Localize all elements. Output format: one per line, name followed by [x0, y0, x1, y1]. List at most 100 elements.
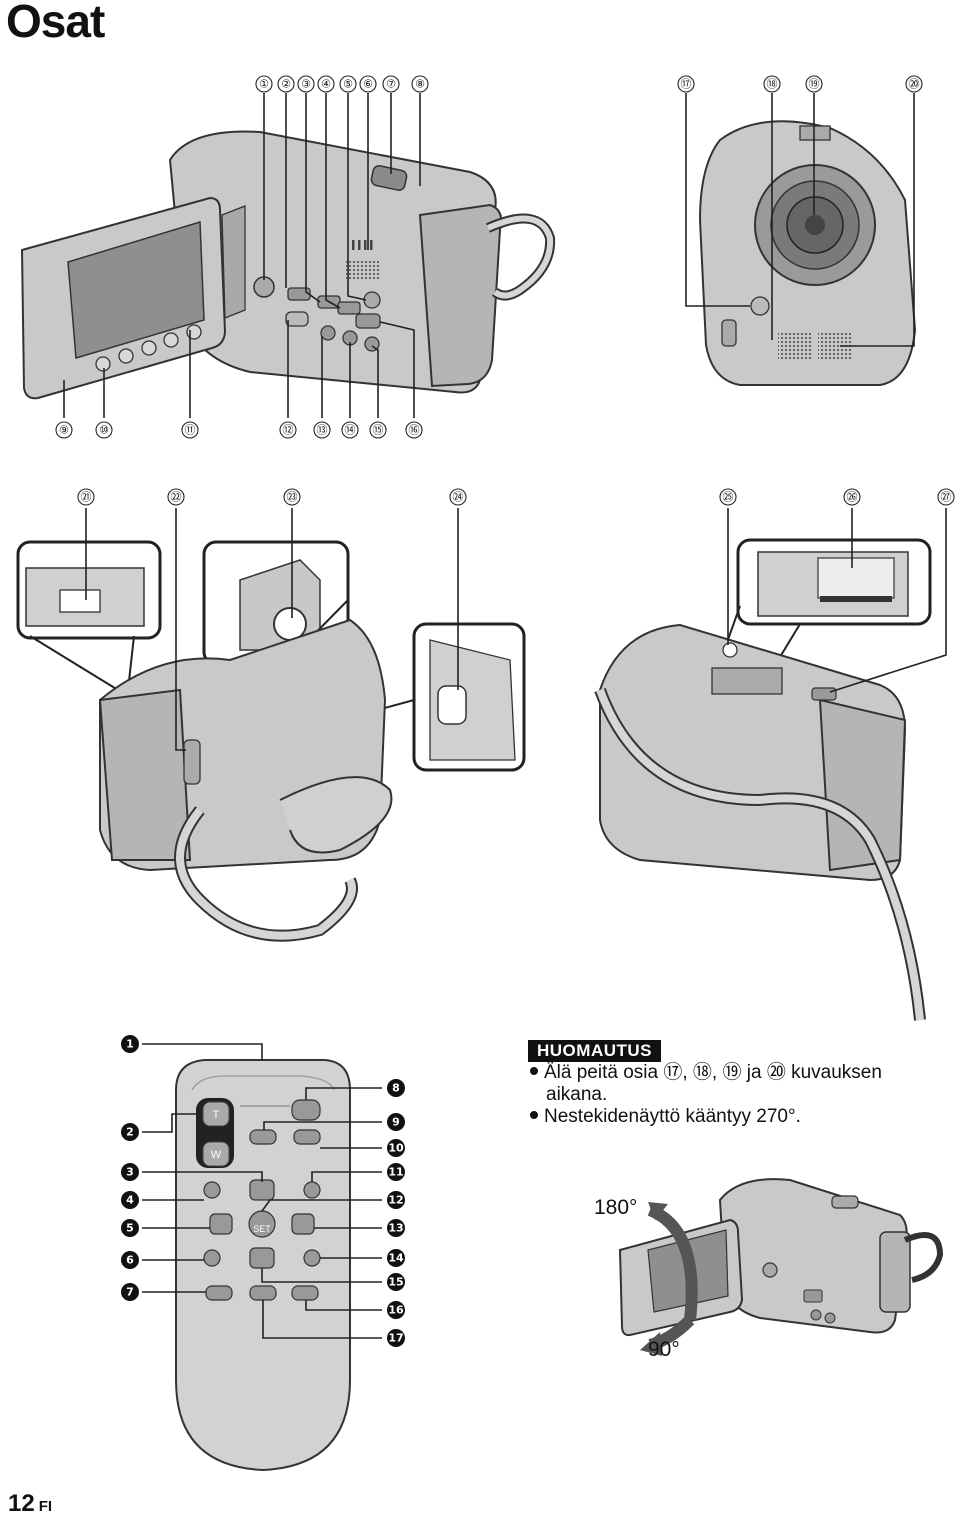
- callout-3: ③: [297, 75, 315, 93]
- language-code: FI: [38, 1498, 53, 1515]
- svg-text:⑰: ⑰: [681, 78, 692, 91]
- svg-text:⑤: ⑤: [343, 78, 353, 91]
- svg-text:⑮: ⑮: [373, 424, 384, 437]
- callout-19: ⑲: [805, 75, 823, 93]
- svg-text:⑫: ⑫: [283, 424, 294, 437]
- camcorder-bottom-view: [594, 538, 932, 1021]
- svg-text:㉑: ㉑: [81, 491, 92, 504]
- svg-text:①: ①: [259, 78, 269, 91]
- svg-text:③: ③: [301, 78, 311, 91]
- remote-callout-10: 10: [387, 1139, 405, 1157]
- remote-callout-6: 6: [121, 1251, 139, 1269]
- callout-20: ⑳: [905, 75, 923, 93]
- svg-text:②: ②: [281, 78, 291, 91]
- note-item-1-cont: aikana.: [546, 1084, 608, 1105]
- callout-4: ④: [317, 75, 335, 93]
- svg-text:㉒: ㉒: [171, 491, 182, 504]
- remote-callout-17: 17: [387, 1329, 405, 1347]
- callout-24: ㉔: [449, 488, 467, 506]
- page-title: Osat: [6, 0, 105, 47]
- zoom-w-label: W: [211, 1149, 222, 1161]
- camcorder-side-view: [20, 130, 556, 400]
- svg-text:1: 1: [126, 1038, 134, 1051]
- svg-text:④: ④: [321, 78, 331, 91]
- svg-text:⑳: ⑳: [909, 78, 920, 91]
- page-number: 12: [8, 1490, 35, 1517]
- remote-callout-16: 16: [387, 1301, 405, 1319]
- callout-1: ①: [255, 75, 273, 93]
- svg-text:⑩: ⑩: [99, 424, 109, 437]
- svg-text:㉖: ㉖: [847, 491, 858, 504]
- callout-21: ㉑: [77, 488, 95, 506]
- svg-text:⑪: ⑪: [185, 424, 196, 437]
- note-item-1: Älä peitä osia ⑰, ⑱, ⑲ ja ⑳ kuvauksen: [530, 1062, 948, 1084]
- lcd-rotation-illustration: [618, 1178, 944, 1356]
- callout-10: ⑩: [95, 421, 113, 439]
- callout-27: ㉗: [937, 488, 955, 506]
- svg-text:⑨: ⑨: [59, 424, 69, 437]
- callout-8: ⑧: [411, 75, 429, 93]
- angle-180-label: 180°: [594, 1196, 638, 1219]
- svg-text:⑯: ⑯: [409, 424, 420, 437]
- svg-text:⑭: ⑭: [345, 424, 356, 437]
- svg-text:2: 2: [126, 1126, 134, 1139]
- svg-text:⑬: ⑬: [317, 424, 328, 437]
- remote-callout-4: 4: [121, 1191, 139, 1209]
- remote-callout-12: 12: [387, 1191, 405, 1209]
- callout-14: ⑭: [341, 421, 359, 439]
- svg-text:13: 13: [388, 1222, 403, 1235]
- svg-text:8: 8: [392, 1082, 400, 1095]
- set-label: SET: [253, 1224, 271, 1234]
- remote-key-labels: T W SET: [211, 1109, 271, 1234]
- svg-text:⑦: ⑦: [386, 78, 396, 91]
- remote-callout-14: 14: [387, 1249, 405, 1267]
- callout-26: ㉖: [843, 488, 861, 506]
- remote-callout-1: 1: [121, 1035, 139, 1053]
- svg-text:⑥: ⑥: [363, 78, 373, 91]
- svg-text:16: 16: [388, 1304, 404, 1317]
- remote-control: [175, 1059, 351, 1472]
- svg-text:15: 15: [388, 1276, 403, 1289]
- remote-callout-13: 13: [387, 1219, 405, 1237]
- svg-text:5: 5: [126, 1222, 134, 1235]
- svg-text:6: 6: [126, 1254, 134, 1267]
- svg-text:⑲: ⑲: [809, 78, 820, 91]
- svg-text:14: 14: [388, 1252, 404, 1265]
- note-section: HUOMAUTUS Älä peitä osia ⑰, ⑱, ⑲ ja ⑳ ku…: [528, 1040, 948, 1128]
- svg-text:10: 10: [388, 1142, 404, 1155]
- svg-text:㉕: ㉕: [723, 491, 734, 504]
- remote-callout-9: 9: [387, 1113, 405, 1131]
- fig4-leader-lines: [727, 508, 947, 693]
- svg-text:7: 7: [126, 1286, 134, 1299]
- bullet-icon: [530, 1110, 538, 1119]
- svg-text:㉗: ㉗: [941, 491, 952, 504]
- note-heading: HUOMAUTUS: [528, 1040, 661, 1062]
- bullet-icon: [530, 1066, 538, 1075]
- svg-text:17: 17: [388, 1332, 403, 1345]
- fig1-leader-lines: [63, 93, 421, 418]
- remote-callout-8: 8: [387, 1079, 405, 1097]
- remote-callout-11: 11: [387, 1163, 405, 1181]
- callout-16: ⑯: [405, 421, 423, 439]
- svg-text:9: 9: [392, 1116, 400, 1129]
- note-item-2: Nestekidenäyttö kääntyy 270°.: [530, 1106, 948, 1128]
- callout-12: ⑫: [279, 421, 297, 439]
- remote-callout-2: 2: [121, 1123, 139, 1141]
- fig3-leader-lines: [85, 508, 459, 751]
- callout-7: ⑦: [382, 75, 400, 93]
- callout-17: ⑰: [677, 75, 695, 93]
- fig2-leader-lines: [685, 93, 915, 347]
- camcorder-front-view: [698, 120, 917, 386]
- svg-text:⑧: ⑧: [415, 78, 425, 91]
- remote-leader-lines: [142, 1043, 382, 1339]
- remote-callout-7: 7: [121, 1283, 139, 1301]
- callout-6: ⑥: [359, 75, 377, 93]
- remote-callout-15: 15: [387, 1273, 405, 1291]
- svg-text:4: 4: [126, 1194, 134, 1207]
- svg-text:11: 11: [388, 1166, 403, 1179]
- callout-22: ㉒: [167, 488, 185, 506]
- svg-text:3: 3: [126, 1166, 134, 1179]
- svg-text:12: 12: [388, 1194, 403, 1207]
